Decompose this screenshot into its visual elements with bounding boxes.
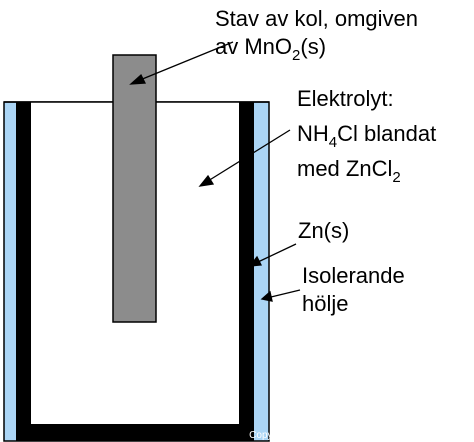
rod-label-line2-post: (s) <box>300 34 326 59</box>
rod-pointer-head <box>129 73 147 85</box>
electrolyte-label-line3-sub: 2 <box>392 169 400 186</box>
casing-pointer-line <box>270 289 301 298</box>
rod-label-line2-sub: 2 <box>292 47 300 64</box>
electrolyte-label-line3: med ZnCl2 <box>297 156 401 186</box>
casing-pointer-head <box>260 290 273 302</box>
electrolyte-label-line2-sub: 4 <box>329 134 337 151</box>
rod-label-line2-pre: av MnO <box>215 34 292 59</box>
electrolyte-label-line1: Elektrolyt: <box>297 86 394 111</box>
electrolyte-label-line2-post: Cl blandat <box>337 121 436 146</box>
zinc-pointer-head <box>248 255 263 267</box>
casing-label-line1: Isolerande <box>302 263 405 288</box>
rod-label-line2: av MnO2(s) <box>215 34 326 64</box>
rod-pointer-line <box>139 41 234 81</box>
electrolyte-label-line3-pre: med ZnCl <box>297 156 392 181</box>
electrolyte-pointer-head <box>198 174 215 187</box>
casing-label-line2: hölje <box>302 291 348 316</box>
zinc-pointer-line <box>257 243 297 263</box>
electrolyte-pointer-line <box>207 129 291 182</box>
electrolyte-label-line2-pre: NH <box>297 121 329 146</box>
carbon-rod <box>112 54 157 323</box>
rod-label-line1: Stav av kol, omgiven <box>215 6 418 31</box>
electrolyte-label-line2: NH4Cl blandat <box>297 121 436 151</box>
pointer-arrows <box>129 41 301 302</box>
zinc-label: Zn(s) <box>298 218 349 243</box>
copyright-notice: Copyright © Utbildningsburken & Magnus E… <box>249 430 470 441</box>
